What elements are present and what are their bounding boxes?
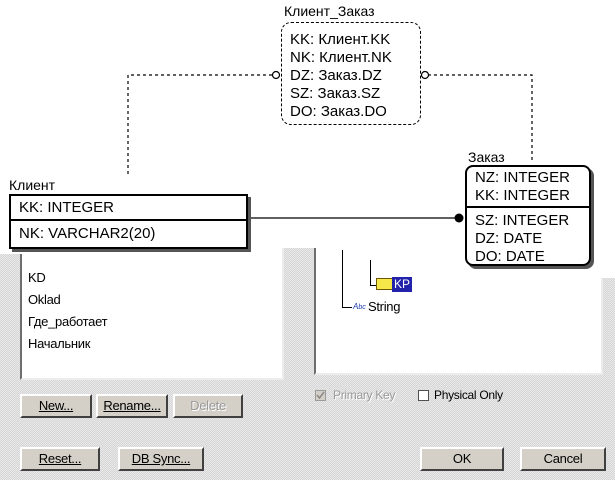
- relationship-end-circle: [271, 70, 281, 80]
- entity-key-attribute: KK: INTEGER: [11, 196, 246, 221]
- attribute-list[interactable]: [20, 245, 284, 380]
- relationship-end-dot: [454, 213, 464, 223]
- reset-button[interactable]: Reset...: [20, 447, 100, 471]
- entity-attribute: KK: Клиент.KK: [290, 31, 391, 48]
- order-attribute-section: SZ: INTEGER DZ: DATE DO: DATE: [467, 208, 589, 266]
- physical-only-checkbox[interactable]: [418, 390, 429, 401]
- order-entity-box[interactable]: NZ: INTEGER KK: INTEGER SZ: INTEGER DZ: …: [465, 165, 591, 266]
- entity-key-attribute: NZ: INTEGER: [475, 169, 571, 186]
- db-sync-button[interactable]: DB Sync...: [118, 447, 204, 471]
- rename-button[interactable]: Rename...: [96, 394, 168, 418]
- new-button[interactable]: New...: [20, 394, 92, 418]
- link-entity-box[interactable]: KK: Клиент.KK NK: Клиент.NK DZ: Заказ.DZ…: [281, 22, 421, 125]
- list-item[interactable]: Где_работает: [28, 314, 108, 329]
- primary-key-checkbox[interactable]: [315, 390, 326, 401]
- tree-line: [370, 285, 378, 286]
- primary-key-label: Primary Key: [333, 388, 396, 402]
- entity-key-attribute: KK: INTEGER: [475, 187, 571, 204]
- client-entity-title: Клиент: [9, 177, 56, 193]
- entity-attribute: SZ: INTEGER: [475, 212, 570, 229]
- list-item[interactable]: Oklad: [28, 292, 61, 307]
- list-item[interactable]: Начальник: [28, 336, 91, 351]
- delete-button[interactable]: Delete: [173, 394, 243, 418]
- relationship-line-order-link: [428, 74, 533, 160]
- order-key-section: NZ: INTEGER KK: INTEGER: [467, 167, 589, 208]
- check-icon: [316, 391, 325, 400]
- ok-button[interactable]: OK: [420, 447, 504, 471]
- tree-line: [370, 260, 371, 285]
- entity-attribute: NK: Клиент.NK: [290, 49, 392, 66]
- entity-attribute: DO: Заказ.DO: [290, 103, 387, 120]
- relationship-line-client-link: [127, 74, 273, 174]
- tree-item-string[interactable]: String: [368, 299, 401, 314]
- tree-line: [342, 307, 352, 308]
- tree-line: [342, 250, 343, 308]
- list-item[interactable]: KD: [28, 270, 46, 285]
- entity-attribute: DO: DATE: [475, 248, 545, 265]
- link-entity-title: Клиент_Заказ: [284, 3, 375, 19]
- order-entity-title: Заказ: [468, 149, 505, 165]
- string-type-icon: Abc: [353, 302, 366, 311]
- physical-only-label: Physical Only: [434, 388, 503, 402]
- tree-item-kp[interactable]: KP: [392, 277, 413, 292]
- client-entity-box[interactable]: KK: INTEGER NK: VARCHAR2(20): [9, 194, 248, 249]
- cancel-button[interactable]: Cancel: [520, 447, 606, 471]
- entity-attribute: NK: VARCHAR2(20): [19, 225, 156, 242]
- entity-attribute: DZ: Заказ.DZ: [290, 67, 382, 84]
- entity-attribute: SZ: Заказ.SZ: [290, 85, 381, 102]
- relationship-end-circle: [420, 70, 430, 80]
- entity-attribute: DZ: DATE: [475, 230, 543, 247]
